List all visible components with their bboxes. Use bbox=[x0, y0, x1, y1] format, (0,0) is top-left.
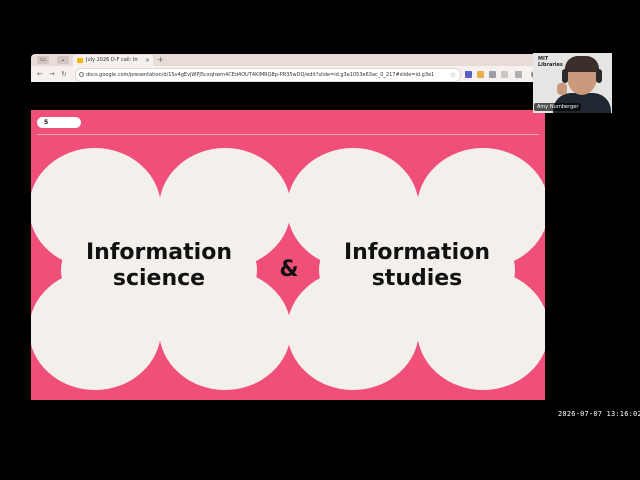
tab-close-icon[interactable]: × bbox=[144, 57, 150, 64]
participant-video-tile[interactable]: MIT Libraries Amy Nurnberger bbox=[533, 53, 612, 113]
tab-list-chevron-icon[interactable]: ⌄ bbox=[57, 56, 69, 64]
new-tab-button[interactable]: + bbox=[157, 55, 164, 64]
reload-icon[interactable]: ↻ bbox=[61, 70, 67, 78]
headphones-icon bbox=[562, 69, 568, 83]
right-title-line2: studies bbox=[371, 266, 463, 291]
slide-number-badge: 5 bbox=[37, 117, 81, 128]
presentation-area: 5 & Information science Information stud… bbox=[31, 82, 545, 426]
tab-title: July 2026 D-F call: Intro to I... bbox=[86, 57, 138, 63]
right-title-line1: Information bbox=[344, 240, 490, 265]
participant-hand bbox=[557, 83, 567, 95]
slide: 5 & Information science Information stud… bbox=[31, 110, 545, 400]
tab-active[interactable]: July 2026 D-F call: Intro to I... × bbox=[73, 55, 153, 66]
tab-bar: ▭ ⌄ July 2026 D-F call: Intro to I... × … bbox=[31, 54, 545, 66]
circle-shape bbox=[319, 210, 515, 330]
address-bar[interactable]: docs.google.com/presentation/d/1Sv4gEvjW… bbox=[75, 68, 461, 82]
participant-hair bbox=[565, 56, 599, 72]
browser-window: ▭ ⌄ July 2026 D-F call: Intro to I... × … bbox=[31, 54, 545, 426]
forward-icon[interactable]: → bbox=[49, 70, 55, 78]
ampersand: & bbox=[279, 257, 299, 282]
left-title-line1: Information bbox=[86, 240, 232, 265]
bookmark-star-icon[interactable]: ☆ bbox=[449, 71, 456, 79]
site-info-icon[interactable] bbox=[79, 72, 84, 77]
extension-icon-1[interactable] bbox=[465, 71, 472, 78]
logo-line2: Libraries bbox=[538, 62, 563, 68]
circle-shape bbox=[61, 210, 257, 330]
extension-icon-4[interactable] bbox=[501, 71, 508, 78]
logo-line1: MIT bbox=[538, 56, 549, 62]
back-icon[interactable]: ← bbox=[37, 70, 43, 78]
browser-toolbar: ← → ↻ docs.google.com/presentation/d/1Sv… bbox=[31, 66, 545, 82]
tab-search-icon[interactable]: ▭ bbox=[37, 56, 49, 64]
slide-divider bbox=[37, 134, 539, 135]
headphones-icon bbox=[596, 69, 602, 83]
slides-favicon-icon bbox=[77, 58, 83, 63]
left-title-line2: science bbox=[112, 266, 206, 291]
extension-icon-5[interactable] bbox=[515, 71, 522, 78]
recording-timestamp: 2026-07-07 13:16:02 bbox=[558, 410, 640, 418]
extension-icon-2[interactable] bbox=[477, 71, 484, 78]
participant-name: Amy Nurnberger bbox=[534, 103, 582, 111]
mit-libraries-logo: MIT Libraries bbox=[538, 56, 563, 68]
extension-icon-3[interactable] bbox=[489, 71, 496, 78]
url-text: docs.google.com/presentation/d/1Sv4gEvjW… bbox=[86, 72, 434, 78]
